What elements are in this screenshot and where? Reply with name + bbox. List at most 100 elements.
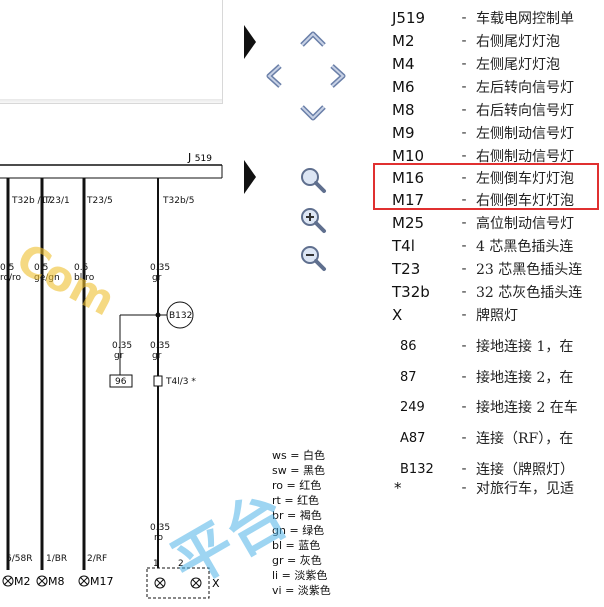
- wire-size: 0.35: [150, 263, 170, 273]
- legend-row: * - 对旅行车，见适: [394, 479, 574, 497]
- pan-right-icon[interactable]: [330, 64, 346, 88]
- legend-row: X - 牌照灯: [392, 306, 518, 324]
- pin-label: T32b/5: [162, 196, 194, 206]
- pan-up-icon[interactable]: [300, 31, 326, 47]
- legend-row: 86 - 接地连接 1，在: [392, 335, 573, 357]
- branch-color: gr: [152, 351, 162, 361]
- legend-desc: 接地连接 1，在: [476, 339, 574, 355]
- svg-text:gr = 灰色: gr = 灰色: [272, 553, 322, 567]
- wiring-diagram: J 519 T32b /17 T23/1 T23/5 T32b/5 0.5 ro…: [0, 151, 331, 600]
- branch-size: 0.35: [112, 341, 132, 351]
- legend-row: M8 - 右后转向信号灯: [392, 101, 574, 119]
- color-key: ws = 白色 sw = 黑色 ro = 红色 rt = 红色 br = 褐色 …: [272, 448, 331, 597]
- svg-text:M17: M17: [90, 575, 114, 588]
- legend-desc: 牌照灯: [476, 308, 518, 324]
- legend-code: J519: [392, 9, 426, 27]
- legend-desc: 23 芯黑色插头连: [476, 262, 583, 278]
- legend-row: T32b - 32 芯灰色插头连: [392, 283, 583, 301]
- expand-arrow-icon[interactable]: [244, 160, 256, 194]
- bottom-pin: 6/58R: [6, 554, 32, 564]
- svg-text:vi = 淡紫色: vi = 淡紫色: [272, 583, 331, 597]
- legend-code: T23: [392, 260, 421, 278]
- wire-color: ge/gn: [34, 273, 60, 283]
- legend-desc: 左侧制动信号灯: [476, 126, 574, 142]
- legend-row: B132 - 连接（牌照灯）: [392, 458, 574, 480]
- legend-desc: 右侧制动信号灯: [476, 149, 574, 165]
- svg-text:li = 淡紫色: li = 淡紫色: [272, 568, 327, 582]
- svg-text:ws = 白色: ws = 白色: [272, 448, 325, 462]
- bottom-pin: 1/BR: [46, 554, 67, 564]
- legend-row: J519 - 车载电网控制单: [392, 9, 574, 27]
- wire-color: gr: [152, 273, 162, 283]
- legend-row: M25 - 高位制动信号灯: [392, 214, 574, 232]
- connector-symbol: [153, 375, 163, 387]
- legend-desc: 32 芯灰色插头连: [476, 285, 583, 301]
- wire-color: bl/ro: [74, 273, 95, 283]
- expand-arrow-icon[interactable]: [244, 25, 256, 59]
- svg-text:gn = 绿色: gn = 绿色: [272, 523, 324, 537]
- legend-code: T4l: [392, 237, 415, 255]
- svg-text:rt = 红色: rt = 红色: [272, 493, 319, 507]
- legend-desc: 车载电网控制单: [476, 11, 574, 27]
- legend-desc: 右侧倒车灯灯泡: [476, 193, 574, 209]
- legend-row: T23 - 23 芯黑色插头连: [392, 260, 583, 278]
- pan-left-icon[interactable]: [266, 64, 282, 88]
- ground-box-label: 96: [115, 377, 127, 387]
- legend-code: M2: [392, 32, 415, 50]
- legend-code: M8: [392, 101, 415, 119]
- pan-down-icon[interactable]: [300, 105, 326, 121]
- svg-text:X: X: [212, 577, 220, 590]
- svg-text:ro = 红色: ro = 红色: [272, 478, 321, 492]
- legend-desc: 右侧尾灯灯泡: [476, 34, 560, 50]
- legend-code: M25: [392, 214, 425, 232]
- legend-desc: 左后转向信号灯: [476, 80, 574, 96]
- wire-color: ro/ro: [0, 273, 22, 283]
- legend-row: M16 - 左侧倒车灯灯泡: [392, 169, 574, 187]
- pin-label: T23/5: [86, 196, 113, 206]
- pin-label: T32b /17: [11, 196, 52, 206]
- bottom-color: ro: [154, 533, 164, 543]
- legend-code: 87: [400, 369, 417, 385]
- legend-code: T32b: [392, 283, 430, 301]
- license-lamp: 1 2 X: [146, 559, 220, 599]
- bulb-m2: M2: [2, 575, 31, 588]
- svg-text:2: 2: [178, 559, 184, 569]
- bulb-m17: M17: [78, 575, 114, 588]
- legend-row: M9 - 左侧制动信号灯: [392, 124, 574, 142]
- ground-box: [109, 374, 133, 388]
- bottom-size: 0.35: [150, 523, 170, 533]
- node-label: B132: [169, 311, 192, 321]
- zoom-out-icon[interactable]: [301, 246, 326, 271]
- legend-code: *: [394, 479, 402, 497]
- highlight-box: [373, 163, 599, 210]
- zoom-fit-icon[interactable]: [301, 168, 326, 193]
- wire-size: 0.5: [0, 263, 14, 273]
- legend-row: A87 - 连接（RF），在: [392, 427, 573, 449]
- legend-row: 87 - 接地连接 2，在: [392, 366, 573, 388]
- svg-text:sw = 黑色: sw = 黑色: [272, 463, 325, 477]
- legend-desc: 接地连接 2 在车: [476, 400, 578, 416]
- branch-size: 0.35: [150, 341, 170, 351]
- legend-desc: 连接（RF），在: [476, 431, 574, 447]
- legend-desc: 左侧尾灯灯泡: [476, 57, 560, 73]
- legend-desc: 对旅行车，见适: [476, 481, 574, 497]
- legend-row: M4 - 左侧尾灯灯泡: [392, 55, 560, 73]
- legend-code: M4: [392, 55, 415, 73]
- nav-controls: [244, 25, 346, 271]
- legend-code: M10: [392, 147, 425, 165]
- overview-panel[interactable]: [0, 0, 223, 104]
- legend-code: M16: [392, 169, 425, 187]
- watermark-text: Com: [9, 234, 123, 326]
- zoom-in-icon[interactable]: [301, 208, 326, 233]
- svg-text:M2: M2: [14, 575, 31, 588]
- legend-row: M10 - 右侧制动信号灯: [392, 147, 574, 165]
- legend-code: X: [392, 306, 403, 324]
- legend-code: A87: [400, 430, 426, 446]
- legend-row: T4l - 4 芯黑色插头连: [392, 237, 574, 255]
- pin-label: T23/1: [43, 196, 70, 206]
- legend-desc: 4 芯黑色插头连: [476, 239, 574, 255]
- legend-code: 249: [400, 399, 425, 415]
- connector-label: T4l/3 *: [165, 377, 196, 387]
- legend-code: M17: [392, 191, 425, 209]
- legend-row: M2 - 右侧尾灯灯泡: [392, 32, 560, 50]
